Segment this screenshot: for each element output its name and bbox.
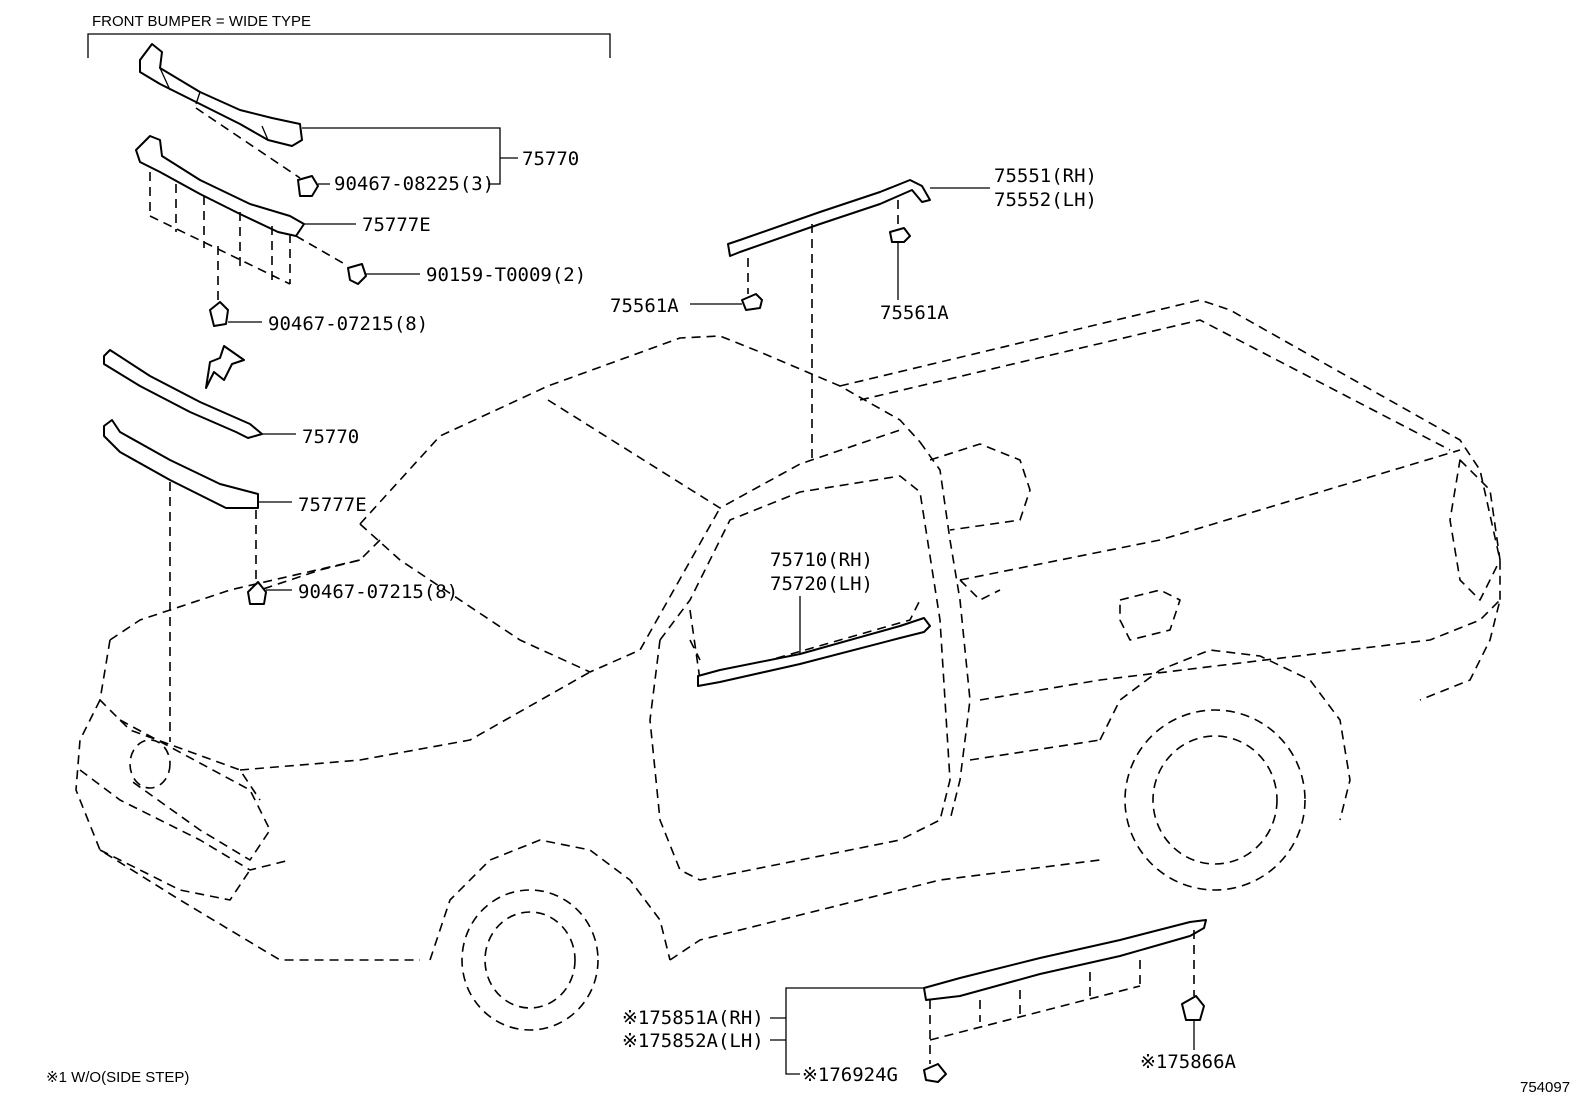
door-belt-moulding[interactable]: [697, 617, 931, 687]
leaders-mid: [258, 433, 296, 591]
callout-75770-top: 75770: [522, 148, 579, 170]
callout-75561A-left: 75561A: [610, 295, 679, 317]
assembly-lines-mid: [169, 482, 257, 742]
callout-75770-mid: 75770: [302, 426, 359, 448]
footer-note: ※1 W/O(SIDE STEP): [46, 1069, 189, 1086]
callout-75552-lh: 75552(LH): [994, 189, 1097, 211]
front-garnish-retainer-top[interactable]: [135, 135, 305, 285]
front-garnish-mid[interactable]: [103, 349, 263, 439]
screw-90159[interactable]: [347, 263, 367, 285]
clip-75561A-right[interactable]: [889, 227, 911, 243]
front-garnish-retainer-mid[interactable]: [103, 419, 259, 509]
callout-75851A-rh: ※175851A(RH): [622, 1007, 764, 1029]
callout-90467-07215-mid: 90467-07215(8): [298, 581, 458, 603]
callout-75777E-top: 75777E: [362, 214, 431, 236]
truck-outline: [75, 299, 1501, 1031]
callout-75866A: ※175866A: [1140, 1051, 1237, 1073]
direction-arrow: [205, 345, 245, 389]
clip-75866A[interactable]: [1181, 995, 1205, 1021]
clip-75561A-left[interactable]: [741, 293, 763, 311]
callout-75551-rh: 75551(RH): [994, 165, 1097, 187]
header-title: FRONT BUMPER = WIDE TYPE: [92, 13, 311, 30]
leader-75770-top: [302, 127, 518, 185]
header-bracket: [87, 33, 611, 58]
leaders-top: [228, 183, 420, 323]
clip-90467-08225[interactable]: [297, 175, 319, 197]
callout-76924G: ※176924G: [802, 1064, 898, 1086]
callout-90159-T0009: 90159-T0009(2): [426, 264, 586, 286]
callout-75561A-right: 75561A: [880, 302, 949, 324]
clip-90467-07215-top[interactable]: [209, 301, 229, 327]
assembly-lines-top: [195, 107, 349, 302]
callout-75720-lh: 75720(LH): [770, 573, 873, 595]
assembly-lines-rocker: [929, 930, 1195, 1064]
assembly-lines-roof: [747, 200, 899, 460]
clip-76924G[interactable]: [923, 1063, 947, 1083]
leaders-rocker: [770, 987, 1195, 1075]
front-garnish-top[interactable]: [139, 43, 303, 147]
callout-75710-rh: 75710(RH): [770, 549, 873, 571]
callout-90467-07215-top: 90467-07215(8): [268, 313, 428, 335]
diagram-number: 754097: [1520, 1079, 1570, 1096]
roof-drip-moulding[interactable]: [727, 179, 931, 257]
rocker-moulding[interactable]: [923, 919, 1207, 1041]
leaders-roof: [690, 187, 990, 305]
callout-90467-08225: 90467-08225(3): [334, 173, 494, 195]
callout-75852A-lh: ※175852A(LH): [622, 1030, 764, 1052]
callout-75777E-mid: 75777E: [298, 494, 367, 516]
